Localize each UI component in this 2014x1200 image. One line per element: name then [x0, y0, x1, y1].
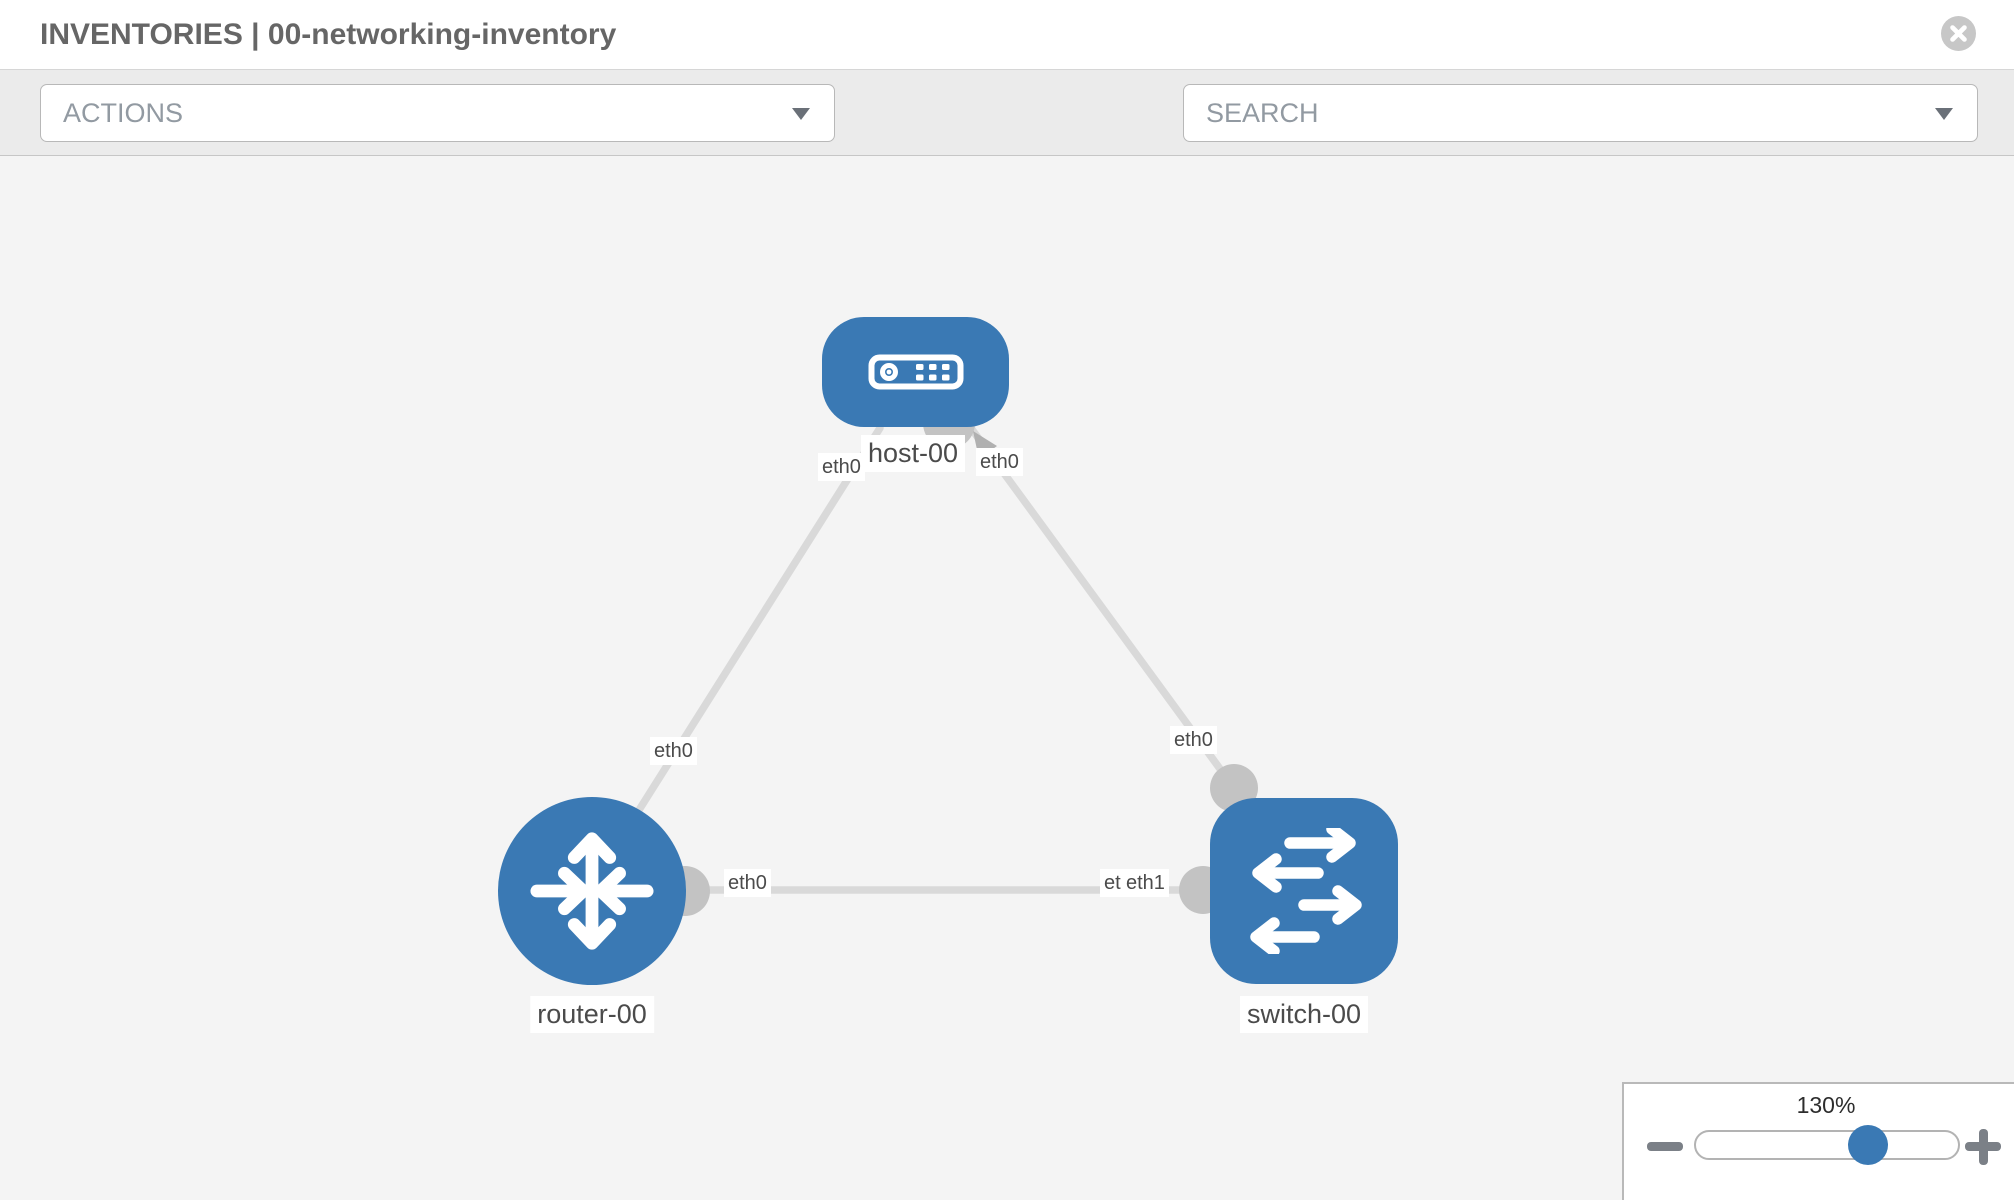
zoom-out-button[interactable]	[1644, 1125, 1686, 1167]
node-switch-00[interactable]	[1210, 798, 1398, 984]
node-router-00[interactable]	[498, 797, 686, 985]
search-placeholder: SEARCH	[1206, 97, 1319, 128]
close-icon	[1950, 25, 1967, 42]
topology-canvas[interactable]: host-00 router-00 switch-00 eth0 eth0 eth0…	[0, 156, 2014, 1200]
host-icon	[868, 354, 963, 390]
node-label-router-00: router-00	[530, 996, 654, 1034]
link-host-router	[606, 424, 884, 860]
search-combobox[interactable]: SEARCH	[1183, 84, 1978, 142]
router-icon	[530, 832, 654, 950]
actions-dropdown[interactable]: ACTIONS	[40, 84, 835, 142]
interface-label: eth0	[976, 448, 1023, 476]
topology-links	[596, 397, 1258, 916]
minus-icon	[1647, 1142, 1683, 1151]
close-button[interactable]	[1941, 16, 1976, 51]
zoom-panel: 130%	[1622, 1082, 2014, 1200]
zoom-level: 130%	[1796, 1092, 1856, 1118]
interface-label: eth0	[1170, 726, 1217, 754]
interface-label: eth0	[724, 869, 771, 897]
node-label-switch-00: switch-00	[1239, 996, 1369, 1034]
chevron-down-icon	[792, 108, 810, 120]
zoom-in-button[interactable]	[1962, 1125, 2004, 1167]
window-header: INVENTORIES | 00-networking-inventory	[0, 0, 2014, 70]
switch-icon	[1250, 828, 1362, 954]
node-label-host-00: host-00	[860, 435, 966, 473]
chevron-down-icon	[1935, 108, 1953, 120]
interface-label: eth0	[818, 453, 865, 481]
zoom-slider-handle[interactable]	[1848, 1125, 1888, 1165]
plus-icon	[1978, 1128, 1988, 1165]
actions-dropdown-label: ACTIONS	[63, 97, 184, 128]
zoom-slider[interactable]	[1694, 1125, 1960, 1165]
node-host-00[interactable]	[822, 317, 1009, 427]
interface-label: eth1	[1122, 869, 1169, 897]
page-title: INVENTORIES | 00-networking-inventory	[40, 17, 617, 51]
toolbar: ACTIONS SEARCH	[0, 70, 2014, 214]
interface-label: eth0	[650, 737, 697, 765]
